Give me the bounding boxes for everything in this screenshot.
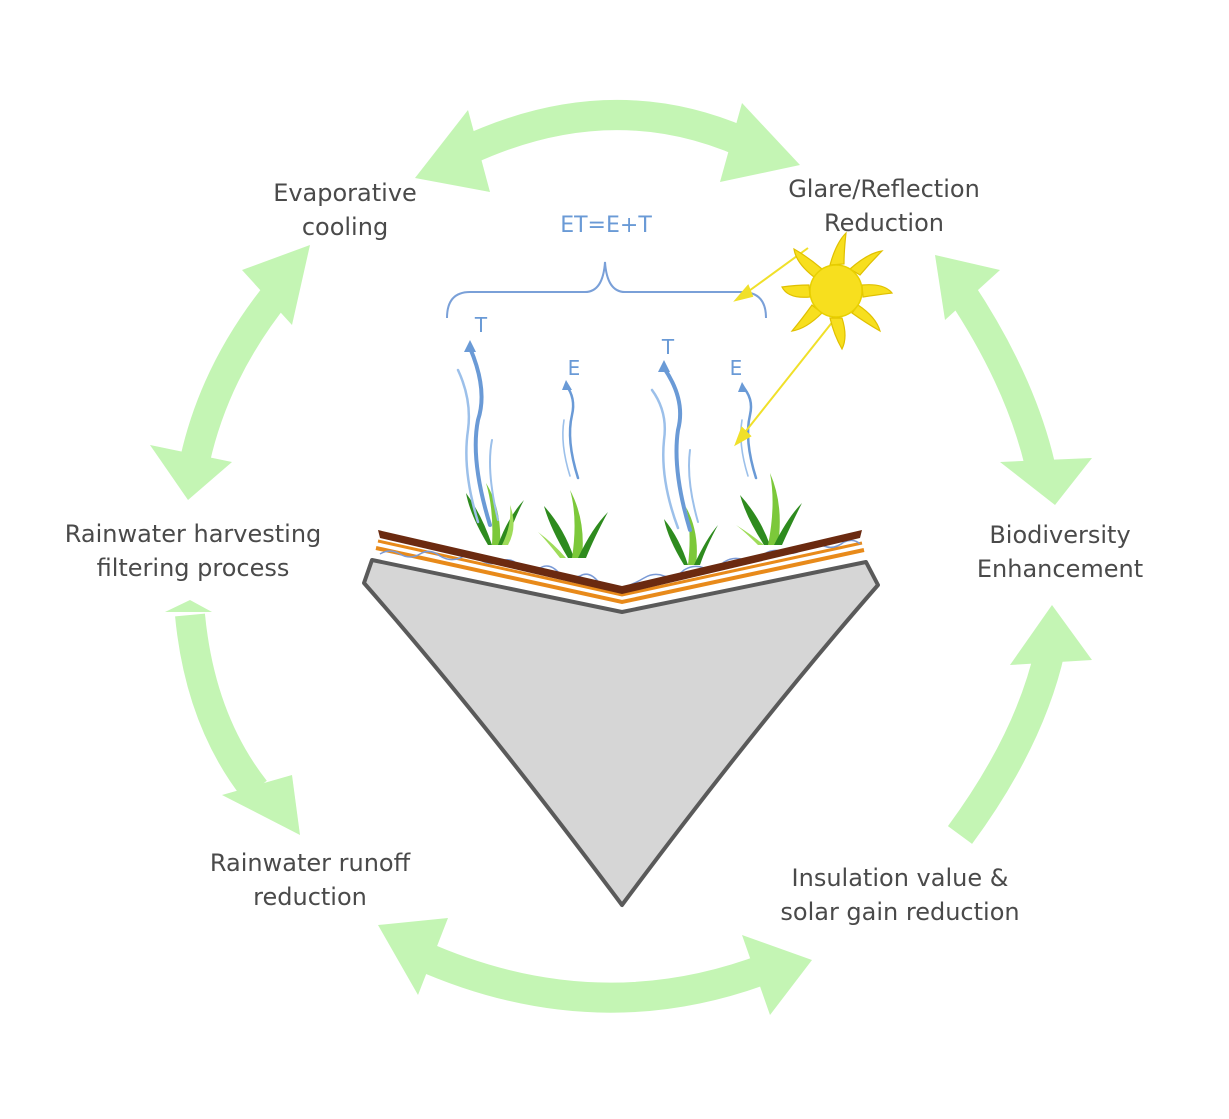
et-formula: ET=E+T — [560, 213, 652, 238]
vapor-arrow-icon — [738, 382, 758, 480]
label-harvesting: Rainwater harvesting filtering process — [62, 517, 324, 585]
drainage-layer — [375, 546, 865, 605]
label-line: Reduction — [824, 209, 944, 237]
label-runoff: Rainwater runoff reduction — [200, 846, 420, 914]
label-line: Insulation value & — [791, 864, 1009, 892]
label-line: filtering process — [96, 554, 290, 582]
vapor-arrow-icon — [562, 380, 580, 480]
transpiration-label-left: T — [474, 313, 488, 337]
label-line: Biodiversity — [989, 521, 1131, 549]
label-line: cooling — [301, 213, 389, 241]
label-line: Glare/Reflection — [788, 175, 980, 203]
et-brace — [446, 261, 767, 319]
evaporation-label-right: E — [730, 356, 743, 380]
label-glare-reflection: Glare/Reflection Reduction — [778, 172, 990, 240]
sun-icon — [781, 231, 894, 351]
cycle-arrow-upper-left — [150, 245, 310, 500]
grass-tufts — [466, 473, 802, 565]
label-line: reduction — [253, 883, 367, 911]
label-evaporative-cooling: Evaporative cooling — [262, 176, 428, 244]
vapor-arrow-icon — [456, 340, 499, 527]
grass-tuft-icon — [736, 473, 802, 545]
label-insulation: Insulation value & solar gain reduction — [772, 861, 1028, 929]
label-line: Rainwater harvesting — [64, 520, 322, 548]
evaporation-label-left: E — [568, 356, 581, 380]
roof-structure — [362, 558, 880, 907]
label-line: Evaporative — [273, 179, 417, 207]
label-line: Rainwater runoff — [209, 849, 411, 877]
cycle-arrow-bottom — [378, 918, 812, 1015]
cycle-arrows — [150, 100, 1092, 1015]
cycle-arrow-top — [415, 100, 800, 192]
grass-tuft-icon — [664, 507, 718, 565]
vapor-wisps — [456, 340, 758, 532]
sun-rays — [733, 247, 835, 447]
vapor-arrow-icon — [650, 360, 699, 532]
grass-tuft-icon — [538, 490, 608, 558]
roof-section — [362, 530, 880, 907]
label-line: solar gain reduction — [780, 898, 1020, 926]
cycle-arrow-upper-right — [935, 255, 1092, 505]
label-biodiversity: Biodiversity Enhancement — [972, 518, 1148, 586]
transpiration-label-right: T — [661, 335, 675, 359]
cycle-arrow-lower-left — [165, 600, 300, 835]
label-line: Enhancement — [976, 555, 1144, 583]
cycle-arrow-lower-right — [947, 605, 1092, 844]
